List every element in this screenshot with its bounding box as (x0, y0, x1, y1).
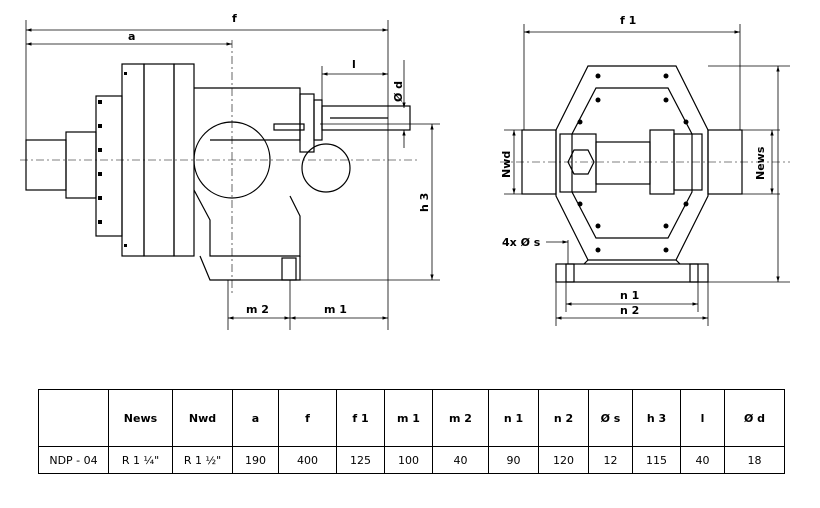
col-header-model (38, 389, 109, 447)
dim-d-label: Ø d (392, 81, 405, 102)
dim-f-label: f (232, 12, 237, 25)
dim-s-label: 4x Ø s (502, 236, 541, 249)
dim-f1-label: f 1 (620, 14, 636, 27)
dim-a-label: a (128, 30, 135, 43)
col-header-n1: n 1 (488, 389, 539, 447)
cell-nwd: R 1 ½" (172, 446, 233, 474)
cell-a: 190 (232, 446, 279, 474)
dim-l-label: l (352, 58, 356, 71)
col-header-f1: f 1 (336, 389, 385, 447)
cell-m1: 100 (384, 446, 433, 474)
cell-news: R 1 ¼" (108, 446, 173, 474)
front-view (521, 65, 743, 283)
cell-f: 400 (278, 446, 337, 474)
dim-n2-label: n 2 (620, 304, 639, 317)
col-header-s: Ø s (588, 389, 633, 447)
dim-n1-label: n 1 (620, 289, 639, 302)
table-row: NDP - 04 R 1 ¼" R 1 ½" 190 400 125 100 4… (38, 446, 785, 474)
col-header-a: a (232, 389, 279, 447)
dim-news-label: News (754, 146, 767, 180)
side-centre-lines (20, 40, 420, 296)
cell-model: NDP - 04 (38, 446, 109, 474)
dim-h3-label: h 3 (418, 193, 431, 212)
col-header-news: News (108, 389, 173, 447)
side-dimensions (25, 20, 440, 330)
col-header-d: Ø d (724, 389, 785, 447)
side-view (25, 63, 411, 281)
cell-f1: 125 (336, 446, 385, 474)
col-header-m1: m 1 (384, 389, 433, 447)
spec-table: News Nwd a f f 1 m 1 m 2 n 1 n 2 Ø s h 3… (38, 389, 785, 474)
col-header-h3: h 3 (632, 389, 681, 447)
col-header-l: l (680, 389, 725, 447)
cell-h3: 115 (632, 446, 681, 474)
dim-m1-label: m 1 (324, 303, 347, 316)
cell-m2: 40 (432, 446, 489, 474)
cell-l: 40 (680, 446, 725, 474)
front-dimensions (504, 24, 790, 326)
dim-m2-label: m 2 (246, 303, 269, 316)
cell-d: 18 (724, 446, 785, 474)
cell-n1: 90 (488, 446, 539, 474)
cell-n2: 120 (538, 446, 589, 474)
col-header-nwd: Nwd (172, 389, 233, 447)
col-header-m2: m 2 (432, 389, 489, 447)
technical-drawing: f a l Ø d h 3 m 2 m 1 (20, 12, 790, 330)
col-header-n2: n 2 (538, 389, 589, 447)
table-header-row: News Nwd a f f 1 m 1 m 2 n 1 n 2 Ø s h 3… (38, 389, 785, 447)
dim-nwd-label: Nwd (500, 151, 513, 178)
cell-s: 12 (588, 446, 633, 474)
col-header-f: f (278, 389, 337, 447)
